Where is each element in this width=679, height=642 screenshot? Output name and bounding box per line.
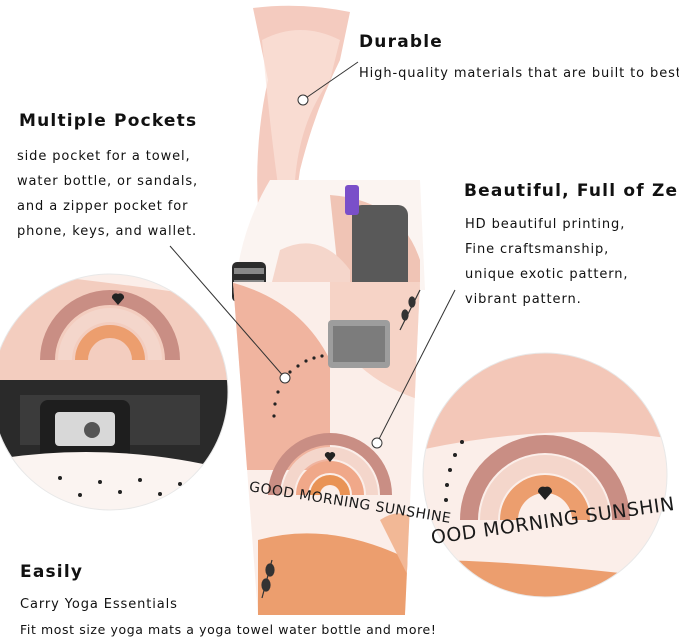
- easily-title: Easily: [20, 562, 84, 582]
- pockets-desc-line: and a zipper pocket for: [17, 199, 189, 214]
- pockets-desc-line: water bottle, or sandals,: [17, 174, 199, 189]
- easily-desc-line: Fit most size yoga mats a yoga towel wat…: [20, 622, 437, 637]
- print-zoom-circle: [423, 353, 667, 597]
- zen-desc-line: Fine craftsmanship,: [465, 242, 610, 257]
- pockets-desc-line: side pocket for a towel,: [17, 149, 191, 164]
- callout-line-durable: [302, 61, 359, 101]
- callout-dot-zen: [371, 437, 383, 449]
- easily-desc-line: Carry Yoga Essentials: [20, 597, 178, 612]
- callout-line-pockets: [169, 245, 286, 379]
- zen-desc-line: unique exotic pattern,: [465, 267, 629, 282]
- pockets-title: Multiple Pockets: [19, 111, 198, 131]
- zen-desc-line: HD beautiful printing,: [465, 217, 626, 232]
- callout-dot-durable: [297, 94, 309, 106]
- pockets-desc-line: phone, keys, and wallet.: [17, 224, 197, 239]
- zen-desc-line: vibrant pattern.: [465, 292, 582, 307]
- zen-title: Beautiful, Full of Zen: [464, 181, 679, 201]
- callout-line-zen: [376, 289, 456, 444]
- durable-title: Durable: [359, 32, 443, 52]
- callout-dot-pockets: [279, 372, 291, 384]
- durable-desc: High-quality materials that are built to…: [359, 66, 679, 81]
